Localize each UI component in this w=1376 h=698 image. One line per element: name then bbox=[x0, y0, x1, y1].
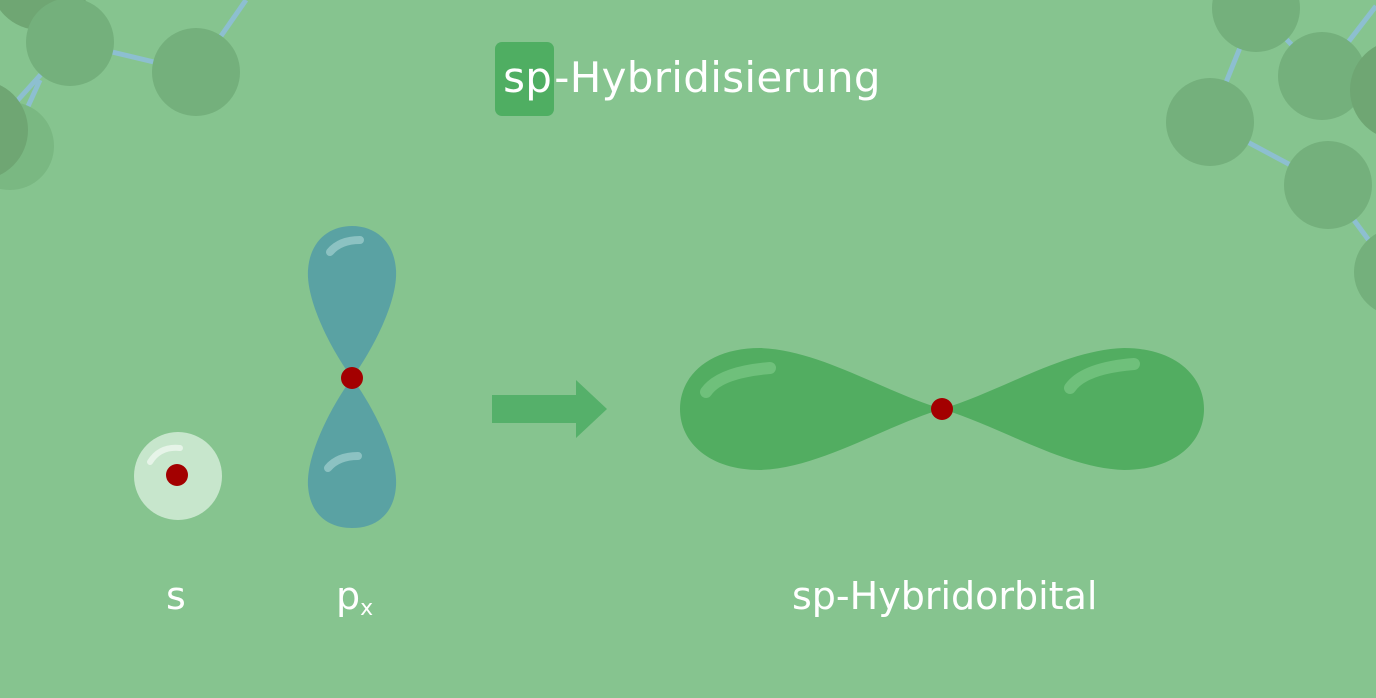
s-orbital-nucleus bbox=[166, 464, 188, 486]
sp-hybrid-nucleus bbox=[931, 398, 953, 420]
sp-hybrid-orbital-label: sp-Hybridorbital bbox=[792, 574, 1098, 618]
page-title: sp-Hybridisierung bbox=[0, 42, 1376, 116]
right-arrow-icon bbox=[492, 380, 607, 438]
px-label-subscript: x bbox=[360, 596, 374, 621]
s-orbital-label: s bbox=[166, 574, 186, 618]
px-orbital-label: px bbox=[336, 574, 373, 621]
px-label-main: p bbox=[336, 574, 361, 618]
molecule-decoration-top-left bbox=[0, 0, 249, 190]
s-orbital bbox=[134, 432, 222, 520]
title-rest: -Hybridisierung bbox=[554, 53, 881, 102]
px-orbital-nucleus bbox=[341, 367, 363, 389]
px-orbital bbox=[307, 226, 397, 528]
sp-hybrid-orbital bbox=[680, 348, 1204, 470]
molecule-decoration-top-right bbox=[1166, 0, 1376, 311]
title-highlight: sp bbox=[495, 42, 555, 116]
